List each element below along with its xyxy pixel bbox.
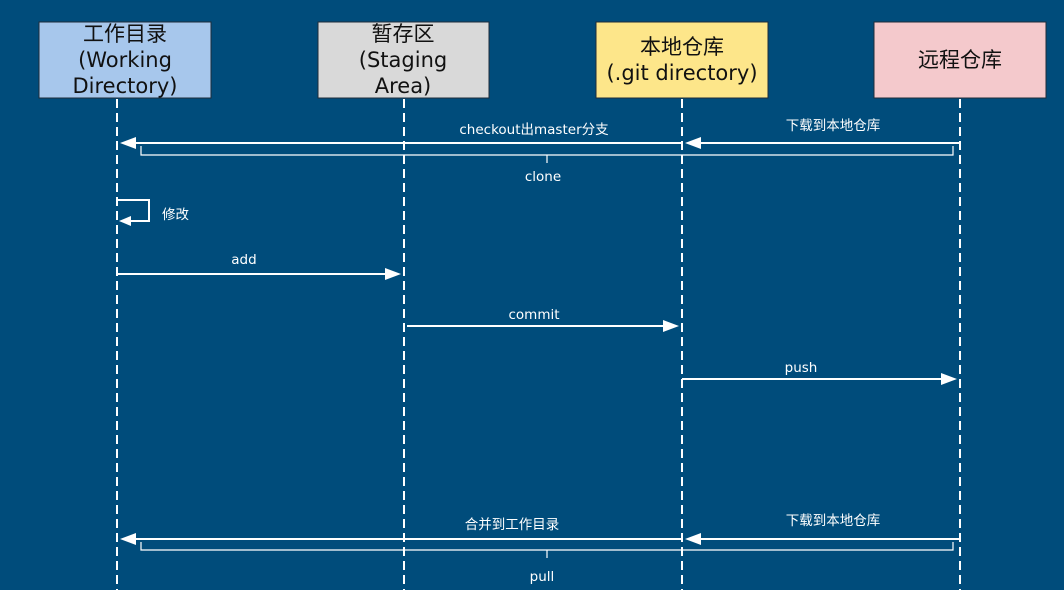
actor-remote-repository: 远程仓库	[873, 21, 1047, 99]
message-download-local-1: 下载到本地仓库	[685, 118, 960, 149]
label-download-local-1: 下载到本地仓库	[786, 118, 881, 134]
label-checkout-master: checkout出master分支	[459, 122, 609, 138]
arrowhead-checkout	[120, 137, 136, 149]
actor-box-working-directory	[38, 21, 212, 99]
label-push: push	[785, 360, 818, 376]
message-merge-working: 合并到工作目录	[120, 517, 682, 545]
actor-local-repository: 本地仓库 (.git directory)	[595, 21, 769, 99]
actor-staging-line-3: Area)	[375, 74, 432, 98]
message-add: add	[117, 252, 401, 280]
arrowhead-download-1	[685, 137, 701, 149]
label-clone: clone	[525, 169, 561, 185]
self-arrow-modify	[117, 199, 150, 222]
message-commit: commit	[407, 307, 679, 332]
label-modify: 修改	[162, 207, 189, 223]
actor-staging-line-1: 暂存区	[372, 22, 435, 46]
message-checkout-master: checkout出master分支	[120, 122, 682, 149]
label-merge-working: 合并到工作目录	[465, 517, 560, 533]
arrowhead-download-2	[685, 533, 701, 545]
brace-clone	[140, 146, 954, 163]
message-download-local-2: 下载到本地仓库	[685, 513, 960, 545]
actor-local-line-1: 本地仓库	[640, 35, 724, 59]
actor-remote-line-1: 远程仓库	[918, 48, 1002, 72]
label-add: add	[231, 252, 256, 268]
actor-staging-line-2: (Staging	[359, 48, 447, 72]
label-pull: pull	[530, 569, 555, 585]
actor-working-directory: 工作目录 (Working Directory)	[38, 21, 212, 99]
message-push: push	[682, 360, 957, 385]
arrowhead-add	[385, 268, 401, 280]
label-commit: commit	[508, 307, 559, 323]
arrowhead-merge	[120, 533, 136, 545]
actor-box-local-repository	[595, 21, 769, 99]
actor-local-line-2: (.git directory)	[606, 61, 757, 85]
actor-working-line-1: 工作目录	[83, 22, 167, 46]
actor-box-remote-repository	[873, 21, 1047, 99]
arrowhead-commit	[663, 320, 679, 332]
actor-box-staging-area	[317, 21, 490, 99]
actor-staging-area: 暂存区 (Staging Area)	[317, 21, 490, 99]
message-modify: 修改	[117, 199, 189, 226]
label-download-local-2: 下载到本地仓库	[786, 513, 881, 529]
arrowhead-push	[941, 373, 957, 385]
actor-working-line-2: (Working	[78, 48, 172, 72]
actor-working-line-3: Directory)	[73, 74, 178, 98]
brace-pull	[140, 542, 954, 558]
arrowhead-modify	[119, 216, 131, 226]
